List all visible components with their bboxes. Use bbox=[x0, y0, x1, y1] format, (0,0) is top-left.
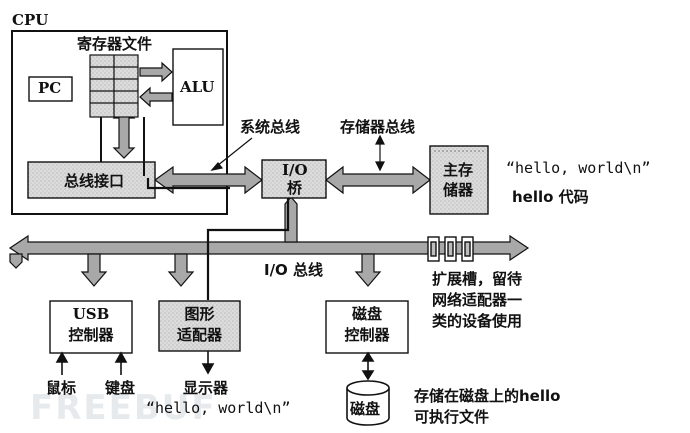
io-bridge-label-1: I/O bbox=[282, 161, 308, 179]
watermark: FREEBUF bbox=[30, 388, 217, 428]
expansion-slots bbox=[427, 236, 474, 262]
main-memory-label-2: 储器 bbox=[443, 181, 474, 199]
cpu-box bbox=[11, 30, 228, 215]
cpu-label: CPU bbox=[12, 11, 49, 29]
memory-bus-arrow bbox=[325, 165, 431, 195]
hello-code-label: hello 代码 bbox=[512, 188, 589, 206]
register-file-label: 寄存器文件 bbox=[77, 35, 153, 53]
expansion-slots-line-2: 网络适配器一 bbox=[432, 291, 523, 309]
disk-cylinder bbox=[346, 380, 390, 426]
bus-interface-label: 总线接口 bbox=[64, 172, 125, 190]
io-bridge-box bbox=[261, 159, 327, 199]
usb-controller-box bbox=[49, 300, 133, 354]
cpu-internal-wires bbox=[100, 117, 145, 176]
display-path-wire bbox=[146, 178, 290, 300]
main-memory-label-1: 主存 bbox=[443, 161, 474, 179]
hello-world-string: “hello, world\n” bbox=[506, 159, 651, 177]
display-arrow bbox=[201, 351, 215, 375]
expansion-slots-line-1: 扩展槽，留待 bbox=[432, 270, 523, 288]
graphics-adapter-label-1: 图形 bbox=[184, 305, 215, 323]
memory-bus-label: 存储器总线 bbox=[340, 118, 416, 136]
disk-controller-label-2: 控制器 bbox=[344, 326, 390, 344]
bus-interface-box bbox=[27, 161, 156, 199]
disk-label: 磁盘 bbox=[350, 400, 381, 418]
disk-controller-box bbox=[325, 300, 409, 354]
pc-box bbox=[28, 76, 73, 102]
display-output-string: “hello, world\n” bbox=[146, 399, 291, 417]
io-bridge-label-2: 桥 bbox=[287, 179, 303, 197]
input-device-arrows bbox=[55, 351, 128, 375]
keyboard-label: 键盘 bbox=[105, 379, 136, 397]
graphics-adapter-label-2: 适配器 bbox=[176, 326, 222, 344]
alu-box bbox=[172, 48, 224, 126]
expansion-slots-line-3: 类的设备使用 bbox=[432, 312, 523, 330]
pc-label: PC bbox=[38, 79, 62, 97]
graphics-adapter-box bbox=[158, 300, 241, 352]
io-bus bbox=[8, 234, 530, 262]
display-label: 显示器 bbox=[183, 379, 229, 397]
bridge-to-iobus-arrow bbox=[284, 196, 298, 243]
usb-controller-label-1: USB bbox=[72, 305, 110, 323]
usb-controller-label-2: 控制器 bbox=[68, 326, 114, 344]
disk-arrow bbox=[361, 351, 375, 381]
system-bus-label: 系统总线 bbox=[240, 118, 301, 136]
mouse-label: 鼠标 bbox=[46, 379, 77, 397]
main-memory-box bbox=[429, 145, 489, 215]
disk-note-line-2: 可执行文件 bbox=[414, 408, 490, 426]
regfile-to-alu-arrows bbox=[139, 61, 173, 108]
alu-label: ALU bbox=[180, 78, 215, 96]
disk-controller-label-1: 磁盘 bbox=[351, 305, 382, 323]
register-file-grid bbox=[89, 54, 139, 118]
iobus-to-device-arrows bbox=[9, 253, 382, 287]
disk-note-line-1: 存储在磁盘上的hello bbox=[414, 387, 561, 405]
io-bus-label: I/O 总线 bbox=[264, 261, 324, 279]
callout-lines bbox=[210, 134, 385, 172]
